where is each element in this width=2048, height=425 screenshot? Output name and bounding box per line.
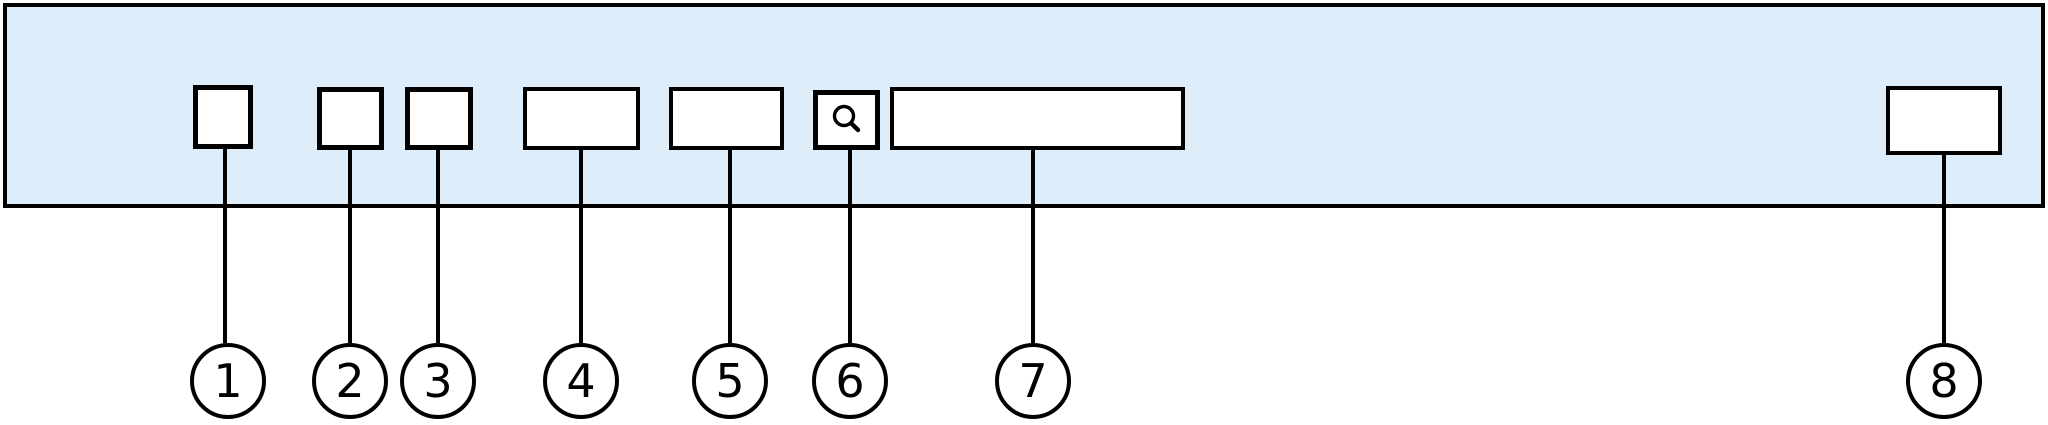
callout-number-label: 5: [715, 354, 745, 408]
leader-line-8: [1942, 155, 1946, 343]
callout-5: 5: [692, 343, 768, 419]
leader-line-6: [848, 150, 852, 343]
search-icon: [818, 95, 875, 145]
widget-6[interactable]: [813, 90, 880, 150]
callout-number-label: 6: [835, 354, 865, 408]
widget-1[interactable]: [193, 85, 253, 149]
leader-line-5: [728, 150, 732, 343]
widget-3[interactable]: [405, 87, 473, 150]
callout-number-label: 1: [213, 354, 243, 408]
widget-2[interactable]: [317, 87, 384, 150]
callout-7: 7: [995, 343, 1071, 419]
callout-number-label: 8: [1929, 354, 1959, 408]
leader-line-7: [1031, 150, 1035, 343]
widget-4[interactable]: [523, 87, 640, 150]
leader-line-3: [436, 150, 440, 343]
widget-8[interactable]: [1886, 86, 2002, 155]
widget-5[interactable]: [669, 87, 784, 150]
callout-6: 6: [812, 343, 888, 419]
callout-8: 8: [1906, 343, 1982, 419]
callout-3: 3: [400, 343, 476, 419]
leader-line-2: [348, 150, 352, 343]
callout-number-label: 4: [566, 354, 596, 408]
leader-line-1: [223, 149, 227, 343]
callout-1: 1: [190, 343, 266, 419]
callout-number-label: 2: [335, 354, 365, 408]
callout-number-label: 3: [423, 354, 453, 408]
callout-number-label: 7: [1018, 354, 1048, 408]
callout-4: 4: [543, 343, 619, 419]
widget-7[interactable]: [890, 87, 1185, 150]
callout-2: 2: [312, 343, 388, 419]
leader-line-4: [579, 150, 583, 343]
